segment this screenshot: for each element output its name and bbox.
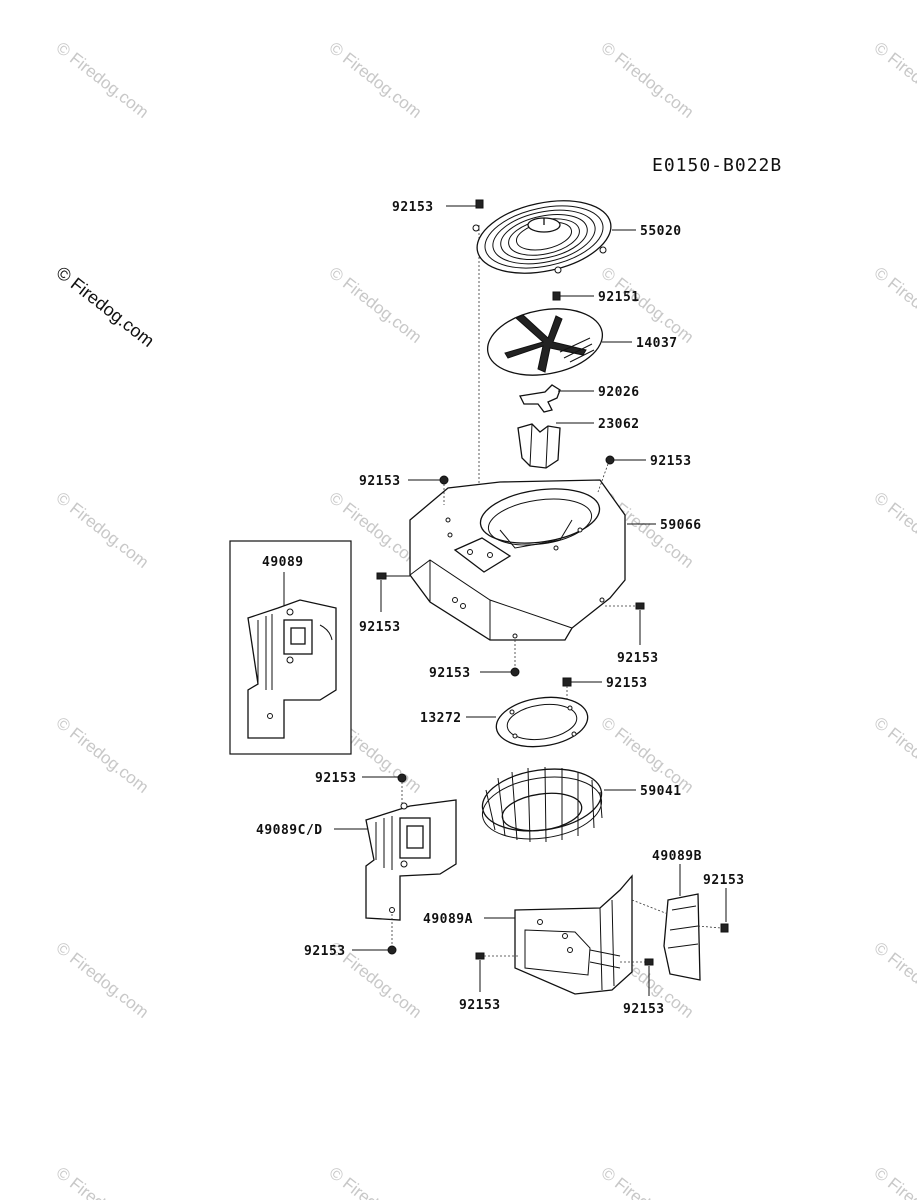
watermark: © Firedog.com	[871, 38, 917, 122]
watermark: © Firedog.com	[871, 263, 917, 347]
watermark: © Firedog.com	[53, 38, 153, 122]
label-screen: 55020	[640, 224, 682, 239]
cover-cd-part	[365, 799, 457, 921]
label-flywheel-fan: 59041	[640, 784, 682, 799]
watermark: © Firedog.com	[326, 1163, 426, 1200]
watermark: © Firedog.com	[871, 1163, 917, 1200]
watermark: © Firedog.com	[53, 713, 153, 797]
label-housing-bolt-bottom: 92153	[429, 666, 471, 681]
bracket-plate-part	[519, 384, 561, 413]
watermark: © Firedog.com	[326, 38, 426, 122]
watermark: © Firedog.com	[871, 713, 917, 797]
watermark: © Firedog.com	[598, 263, 698, 347]
housing-bolt-bottom: 92153	[429, 640, 520, 681]
gasket-bolt: 92153	[562, 676, 648, 700]
screen-part	[472, 200, 612, 274]
cover-b-part	[663, 893, 701, 981]
label-cover-a: 49089A	[423, 912, 473, 927]
label-housing-bolt-right-bottom: 92153	[617, 651, 659, 666]
label-gasket-bolt: 92153	[606, 676, 648, 691]
fan-holder-part	[517, 423, 561, 469]
housing-bolt-left-top: 92153	[359, 474, 449, 505]
label-cover-a-bolt-right: 92153	[623, 1002, 665, 1017]
screen-bolt: 92153	[392, 199, 484, 215]
flywheel-fan-part	[481, 766, 603, 843]
label-cover-b: 49089B	[652, 849, 702, 864]
watermark: © Firedog.com	[326, 263, 426, 347]
inset-box: 49089	[229, 540, 352, 755]
label-cover-cd-bolt-top: 92153	[315, 771, 357, 786]
cover-a-bolt-right: 92153	[620, 958, 665, 1017]
cover-cd-bolt-top: 92153	[315, 771, 407, 804]
label-fan-holder: 23062	[598, 417, 640, 432]
watermark: © Firedog.com	[53, 938, 153, 1022]
label-cover-cd-bolt-bottom: 92153	[304, 944, 346, 959]
cover-cd-bolt-bottom: 92153	[304, 914, 397, 959]
watermark: © Firedog.com	[871, 938, 917, 1022]
diagram-code: E0150-B022B	[652, 155, 782, 176]
featured-watermark: © Firedog.com	[53, 262, 159, 351]
housing-bolt-left: 92153	[359, 572, 410, 635]
housing-bolt-right-top: 92153	[597, 454, 692, 493]
label-housing-bolt-left-top: 92153	[359, 474, 401, 489]
blower-housing-part	[409, 479, 626, 641]
label-fan-bolt: 92151	[598, 290, 640, 305]
label-gasket: 13272	[420, 711, 462, 726]
housing-bolt-right-bottom: 92153	[605, 602, 659, 666]
label-bracket-plate: 92026	[598, 385, 640, 400]
watermark: © Firedog.com	[598, 38, 698, 122]
label-screen-bolt: 92153	[392, 200, 434, 215]
label-cover-cd: 49089C/D	[256, 823, 323, 838]
cover-a-bolt-left: 92153	[459, 952, 518, 1013]
watermark: © Firedog.com	[871, 488, 917, 572]
cover-b-bolt: 92153	[697, 873, 745, 933]
fan-bolt: 92151	[552, 290, 640, 305]
watermark: © Firedog.com	[53, 1163, 153, 1200]
watermark: © Firedog.com	[598, 1163, 698, 1200]
fan-plate-part	[486, 308, 604, 376]
watermark: © Firedog.com	[53, 488, 153, 572]
label-cover-b-bolt: 92153	[703, 873, 745, 888]
label-fan-plate: 14037	[636, 336, 678, 351]
label-housing: 59066	[660, 518, 702, 533]
label-housing-bolt-left: 92153	[359, 620, 401, 635]
gasket-part	[495, 696, 589, 748]
label-cover-a-bolt-left: 92153	[459, 998, 501, 1013]
cover-a-part	[514, 874, 633, 995]
label-inset-cover: 49089	[262, 555, 304, 570]
label-housing-bolt-right-top: 92153	[650, 454, 692, 469]
